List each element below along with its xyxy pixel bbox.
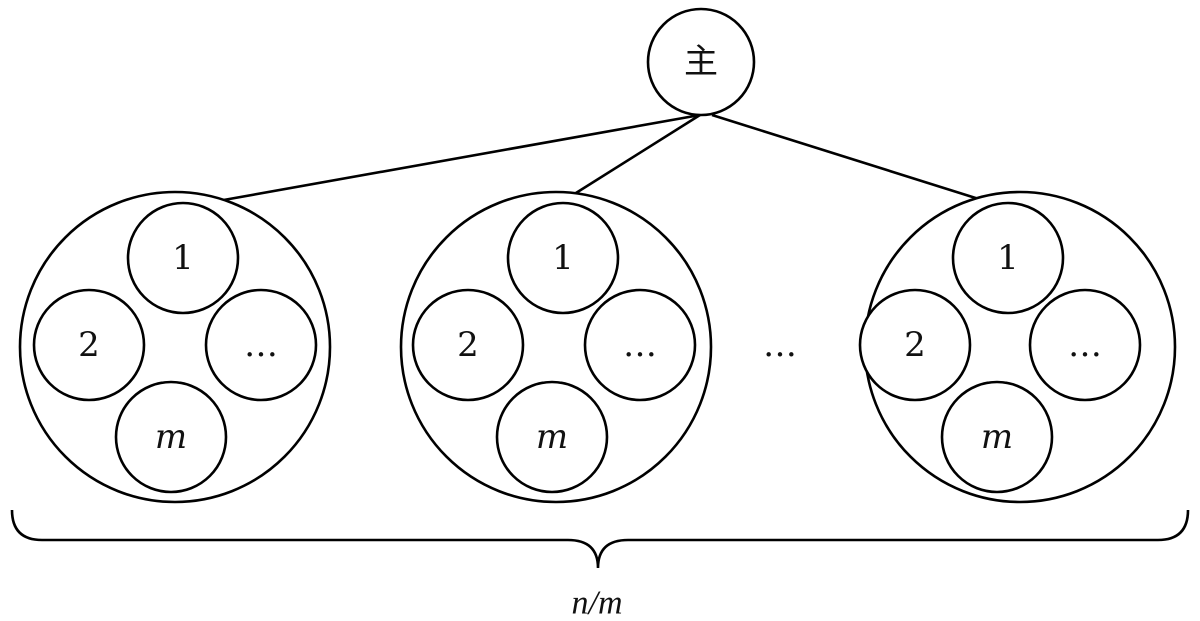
group-2-member-ellipsis-circle [583,288,697,402]
group-1-member-1-circle [126,201,240,315]
root-node: 主 [646,7,756,117]
between-groups-ellipsis: … [763,325,797,365]
root-node-label: 主 [684,42,718,82]
group-1-member-2-circle [32,288,146,402]
group-3-member-m-label: m [981,417,1013,457]
group-3-member-1-label: 1 [997,238,1019,278]
group-2: 1 2 … m [399,190,713,504]
connector-line-group-2 [567,113,701,200]
grouping-brace [10,509,1190,569]
group-2-member-m-label: m [536,417,568,457]
group-3-member-ellipsis-circle [1028,288,1142,402]
group-1: 1 2 … m [18,190,332,504]
group-2-member-2-label: 2 [457,325,479,365]
group-2-outer-circle [399,190,713,504]
root-node-circle [646,7,756,117]
group-1-member-ellipsis-label: … [244,325,278,365]
group-2-member-1-label: 1 [552,238,574,278]
group-3-member-1-circle [951,201,1065,315]
group-3-member-2-circle [858,288,972,402]
group-1-member-1-label: 1 [172,238,194,278]
group-3-member-ellipsis-label: … [1068,325,1102,365]
group-1-member-ellipsis-circle [204,288,318,402]
group-2-member-ellipsis-label: … [623,325,657,365]
connector-line-group-1 [217,113,701,203]
connector-lines [217,113,983,203]
group-3: 1 2 … m [858,190,1177,504]
brace-label: n/m [572,585,623,621]
group-1-member-m-circle [114,380,228,494]
group-1-outer-circle [18,190,332,504]
group-3-member-2-label: 2 [904,325,926,365]
group-2-member-1-circle [506,201,620,315]
group-2-member-m-circle [495,380,609,494]
group-1-member-m-label: m [155,417,187,457]
group-3-member-m-circle [940,380,1054,494]
group-1-member-2-label: 2 [78,325,100,365]
group-2-member-2-circle [411,288,525,402]
connector-line-group-3 [711,113,983,202]
